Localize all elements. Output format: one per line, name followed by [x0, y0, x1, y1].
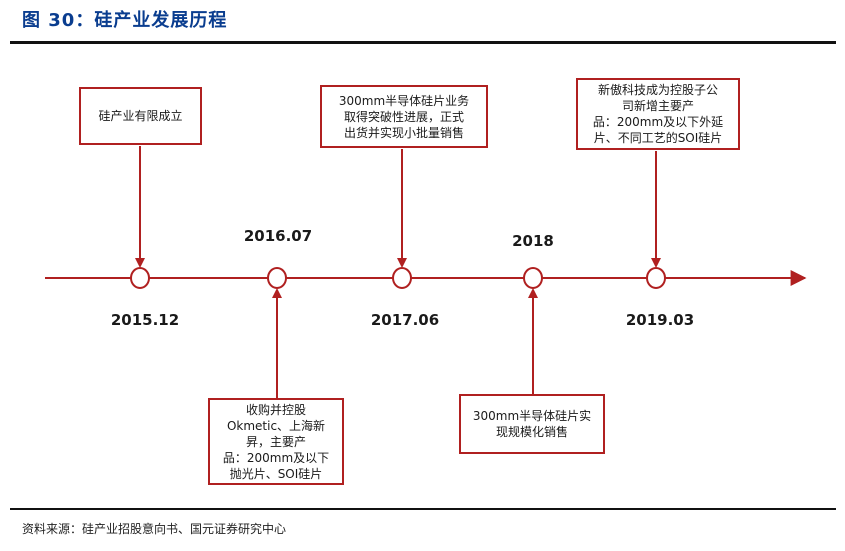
timeline-node-2015-12	[130, 267, 150, 289]
arrowhead-2018	[528, 288, 538, 298]
date-label-2016-07: 2016.07	[243, 227, 313, 245]
event-box-2019-03: 新傲科技成为控股子公 司新增主要产 品：200mm及以下外延 片、不同工艺的SO…	[576, 78, 740, 150]
date-label-2019-03: 2019.03	[625, 311, 695, 329]
event-box-2018: 300mm半导体硅片实 现规模化销售	[459, 394, 605, 454]
source-note: 资料来源：硅产业招股意向书、国元证券研究中心	[22, 522, 287, 536]
date-label-2015-12: 2015.12	[110, 311, 180, 329]
top-rule	[10, 41, 836, 44]
arrowhead-2016-07	[272, 288, 282, 298]
timeline-node-2017-06	[392, 267, 412, 289]
date-label-2017-06: 2017.06	[370, 311, 440, 329]
arrowhead-2019-03	[651, 258, 661, 268]
timeline-node-2016-07	[267, 267, 287, 289]
date-label-2018: 2018	[512, 232, 554, 250]
timeline-node-2018	[523, 267, 543, 289]
bottom-rule	[10, 508, 836, 510]
event-box-2017-06: 300mm半导体硅片业务 取得突破性进展，正式 出货并实现小批量销售	[320, 85, 488, 148]
event-box-2016-07: 收购并控股 Okmetic、上海新 昇，主要产 品：200mm及以下 抛光片、S…	[208, 398, 344, 485]
timeline-node-2019-03	[646, 267, 666, 289]
figure-title: 图 30：硅产业发展历程	[22, 10, 228, 31]
event-box-2015-12: 硅产业有限成立	[79, 87, 202, 145]
arrowhead-2015-12	[135, 258, 145, 268]
arrowhead-2017-06	[397, 258, 407, 268]
